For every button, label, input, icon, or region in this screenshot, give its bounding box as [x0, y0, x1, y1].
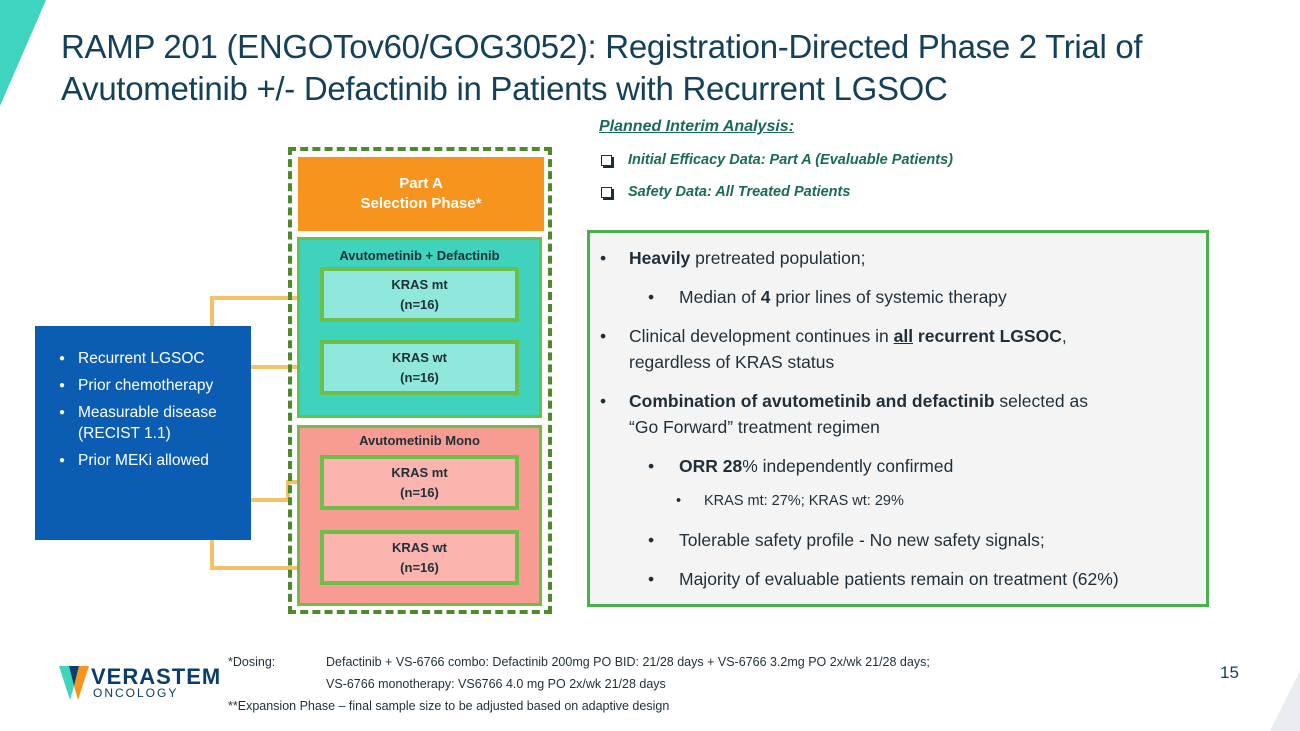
bullet-icon: • — [648, 287, 655, 307]
interim-item: Initial Efficacy Data: Part A (Evaluable… — [599, 151, 1079, 169]
arrow-to-mono-kras-wt — [210, 540, 310, 570]
finding-text: % — [742, 456, 758, 476]
arm-name: KRAS wt — [392, 540, 447, 556]
finding-bold: 4 — [760, 287, 771, 307]
dosing-label: *Dosing: — [228, 655, 276, 669]
mono-group-box: Avutometinib Mono KRAS mt (n=16) KRAS wt… — [297, 425, 542, 606]
logo-mark-icon — [59, 666, 89, 700]
interim-item-text: Safety Data: All Treated Patients — [628, 184, 851, 200]
finding-orr: • ORR 28% independently confirmed — [600, 453, 1196, 479]
logo-subtitle: ONCOLOGY — [93, 686, 179, 700]
finding-bold: recurrent LGSOC — [913, 326, 1062, 346]
finding-text: prior lines of systemic therapy — [770, 287, 1007, 307]
arm-n: (n=16) — [400, 484, 439, 500]
part-a-header: Part A Selection Phase* — [298, 157, 544, 231]
finding-bold: Heavily — [629, 248, 691, 268]
finding-safety: • Tolerable safety profile - No new safe… — [600, 527, 1196, 553]
bullet-icon: • — [600, 248, 607, 268]
finding-text: independently confirmed — [757, 456, 954, 476]
footnotes: *Dosing: Defactinib + VS-6766 combo: Def… — [228, 655, 930, 721]
expansion-note: **Expansion Phase – final sample size to… — [228, 699, 930, 721]
corner-accent-bottom-right — [1270, 671, 1300, 731]
slide-title: RAMP 201 (ENGOTov60/GOG3052): Registrati… — [61, 26, 1281, 110]
finding-combination: • Combination of avutometinib and defact… — [600, 388, 1196, 440]
interim-analysis: Planned Interim Analysis: Initial Effica… — [599, 117, 1079, 201]
finding-text: KRAS mt: 27%; KRAS wt: 29% — [704, 493, 904, 509]
finding-clinical-development: • Clinical development continues in all … — [600, 323, 1196, 375]
interim-heading: Planned Interim Analysis: — [599, 118, 795, 135]
finding-bold: ORR 28 — [679, 456, 743, 476]
finding-text: regardless of KRAS status — [629, 352, 835, 372]
finding-remain-on-treatment: • Majority of evaluable patients remain … — [600, 566, 1196, 592]
finding-kras-split: • KRAS mt: 27%; KRAS wt: 29% — [600, 488, 1196, 514]
combo-group-label: Avutometinib + Defactinib — [339, 248, 500, 263]
mono-arm-kras-mt: KRAS mt (n=16) — [320, 455, 519, 510]
combo-arm-kras-wt: KRAS wt (n=16) — [320, 340, 519, 395]
bullet-icon: • — [648, 569, 655, 589]
bullet-icon: • — [676, 493, 682, 509]
finding-text: “Go Forward” treatment regimen — [629, 417, 880, 437]
selection-phase-frame — [288, 147, 552, 614]
title-line-1: RAMP 201 (ENGOTov60/GOG3052): Registrati… — [61, 28, 1143, 65]
arrow-to-combo-kras-mt — [210, 296, 310, 326]
verastem-logo: VERASTEM ONCOLOGY — [57, 660, 227, 704]
page-number: 15 — [1220, 663, 1239, 682]
finding-text: Median of — [679, 287, 761, 307]
title-line-2: Avutometinib +/- Defactinib in Patients … — [61, 70, 948, 107]
corner-accent-top-left — [0, 0, 46, 106]
finding-heavily-pretreated: • Heavily pretreated population; — [600, 245, 1196, 271]
key-findings-box: • Heavily pretreated population; • Media… — [587, 230, 1209, 607]
dosing-line-2: VS-6766 monotherapy: VS6766 4.0 mg PO 2x… — [326, 677, 666, 691]
criteria-item: Recurrent LGSOC — [59, 348, 243, 369]
checkbox-icon — [601, 154, 612, 166]
finding-text: pretreated population; — [690, 248, 866, 268]
arm-name: KRAS mt — [391, 465, 448, 481]
bullet-icon: • — [600, 391, 607, 411]
criteria-item: Prior MEKi allowed — [59, 450, 243, 471]
arm-n: (n=16) — [400, 369, 439, 385]
arm-n: (n=16) — [400, 296, 439, 312]
combo-arm-kras-mt: KRAS mt (n=16) — [320, 267, 519, 322]
finding-underline: all — [893, 326, 914, 346]
dosing-line-1: Defactinib + VS-6766 combo: Defactinib 2… — [326, 655, 930, 669]
mono-arm-kras-wt: KRAS wt (n=16) — [320, 530, 519, 585]
finding-text: , — [1061, 326, 1067, 346]
interim-item: Safety Data: All Treated Patients — [599, 183, 1079, 201]
bullet-icon: • — [648, 530, 655, 550]
arm-name: KRAS mt — [391, 277, 448, 293]
expansion-text: **Expansion Phase – final sample size to… — [228, 699, 670, 713]
part-a-line-1: Part A — [399, 175, 443, 192]
finding-text: Majority of evaluable patients remain on… — [679, 569, 1119, 589]
combo-group-box: Avutometinib + Defactinib KRAS mt (n=16)… — [297, 237, 542, 418]
criteria-item: Prior chemotherapy — [59, 375, 243, 396]
arm-name: KRAS wt — [392, 350, 447, 366]
bullet-icon: • — [600, 326, 607, 346]
finding-text: selected as — [994, 391, 1088, 411]
finding-bold: Combination of avutometinib and defactin… — [629, 391, 995, 411]
criteria-item: Measurable disease (RECIST 1.1) — [59, 402, 243, 444]
finding-text: Tolerable safety profile - No new safety… — [679, 530, 1045, 550]
dosing-note-2: VS-6766 monotherapy: VS6766 4.0 mg PO 2x… — [228, 677, 930, 699]
interim-item-text: Initial Efficacy Data: Part A (Evaluable… — [628, 152, 954, 168]
finding-median-lines: • Median of 4 prior lines of systemic th… — [600, 284, 1196, 310]
logo-name: VERASTEM — [91, 664, 222, 689]
bullet-icon: • — [648, 456, 655, 476]
arm-n: (n=16) — [400, 559, 439, 575]
dosing-note: *Dosing: Defactinib + VS-6766 combo: Def… — [228, 655, 930, 677]
mono-group-label: Avutometinib Mono — [359, 433, 480, 448]
finding-text: Clinical development continues in — [629, 326, 894, 346]
part-a-line-2: Selection Phase* — [360, 195, 482, 212]
eligibility-criteria-box: Recurrent LGSOC Prior chemotherapy Measu… — [35, 326, 251, 540]
checkbox-icon — [601, 186, 612, 198]
